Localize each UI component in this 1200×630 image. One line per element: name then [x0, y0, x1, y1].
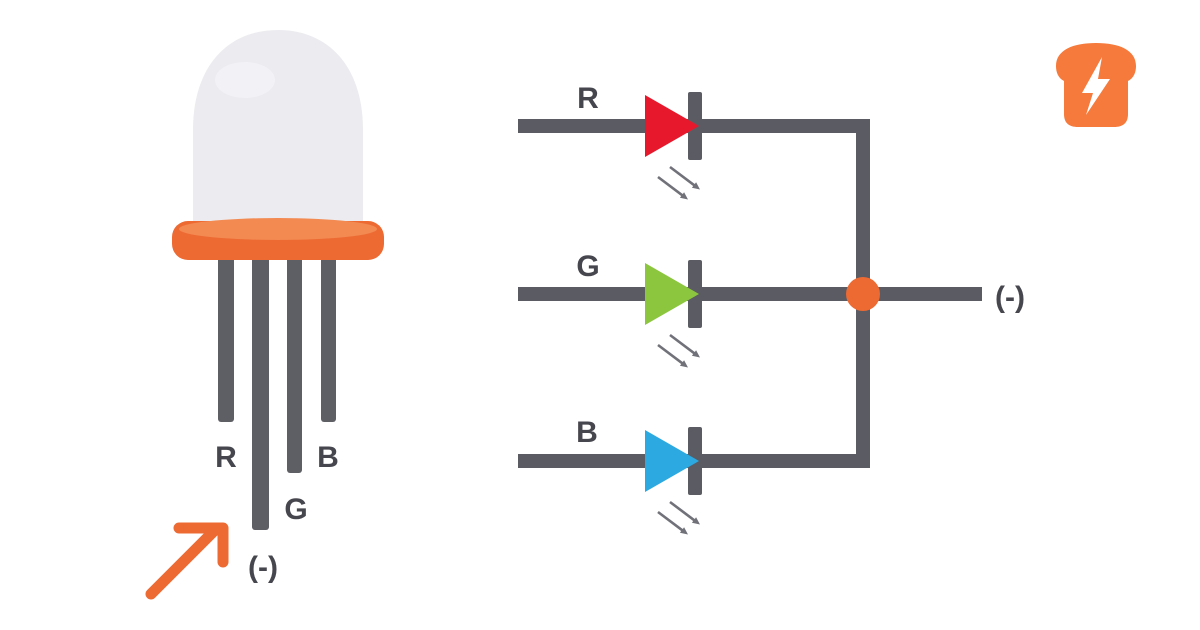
- branch-label-blue: B: [576, 416, 598, 449]
- pin-leg-blue: [321, 240, 336, 422]
- cathode-pointer-arrow-icon: [145, 522, 229, 600]
- branch-label-green: G: [576, 250, 599, 283]
- pin-leg-red: [218, 240, 234, 422]
- led-dome-highlight: [215, 62, 275, 98]
- lightning-bolt-icon: [1082, 57, 1110, 115]
- junction-node: [846, 277, 880, 311]
- schematic: R G B (-): [518, 82, 1025, 536]
- branch-label-red: R: [577, 82, 599, 115]
- toast-lightning-icon: [1056, 43, 1136, 127]
- common-cathode-label: (-): [995, 281, 1025, 314]
- pin-leg-cathode: [252, 240, 269, 530]
- led-illustration: R B G (-): [145, 30, 384, 600]
- led-dome: [193, 30, 363, 242]
- wire-green-branch: [518, 287, 982, 301]
- led-symbol-green-icon: [645, 263, 699, 325]
- pin-label-blue: B: [317, 441, 339, 474]
- branch-red: R: [577, 82, 702, 201]
- light-emission-arrows-icon: [656, 500, 702, 536]
- branch-green: G: [576, 250, 702, 369]
- pin-label-green: G: [284, 493, 307, 526]
- led-symbol-red-icon: [645, 95, 699, 157]
- pin-label-cathode: (-): [248, 551, 278, 584]
- light-emission-arrows-icon: [656, 165, 702, 201]
- branch-blue: B: [576, 416, 702, 536]
- led-symbol-blue-icon: [645, 430, 699, 492]
- pin-leg-green: [287, 240, 302, 473]
- led-flange-top: [179, 218, 377, 240]
- pin-label-red: R: [215, 441, 237, 474]
- light-emission-arrows-icon: [656, 333, 702, 369]
